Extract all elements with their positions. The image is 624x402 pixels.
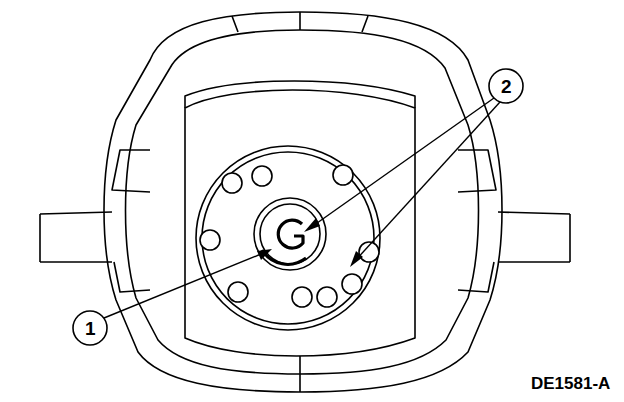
housing-rib (126, 30, 479, 374)
pinion-flange (196, 146, 380, 330)
pinion-nut (260, 204, 320, 264)
callout-circle (489, 69, 523, 103)
axle-housing (104, 12, 502, 392)
pinion-seal (254, 198, 326, 270)
axle-tube (498, 212, 570, 262)
callout-number: 2 (501, 77, 512, 96)
arrowhead (257, 218, 363, 267)
bolt-hole (200, 165, 379, 307)
callout-number: 1 (85, 319, 96, 338)
axle-tube (40, 212, 112, 262)
pinion-housing (185, 90, 415, 356)
pinion-flange (202, 152, 374, 324)
callout-circle (73, 311, 107, 345)
leader-line (104, 98, 500, 318)
pinion-housing (185, 81, 415, 108)
pinion-shaft (278, 220, 303, 248)
figure-code: DE1581-A (531, 375, 610, 392)
